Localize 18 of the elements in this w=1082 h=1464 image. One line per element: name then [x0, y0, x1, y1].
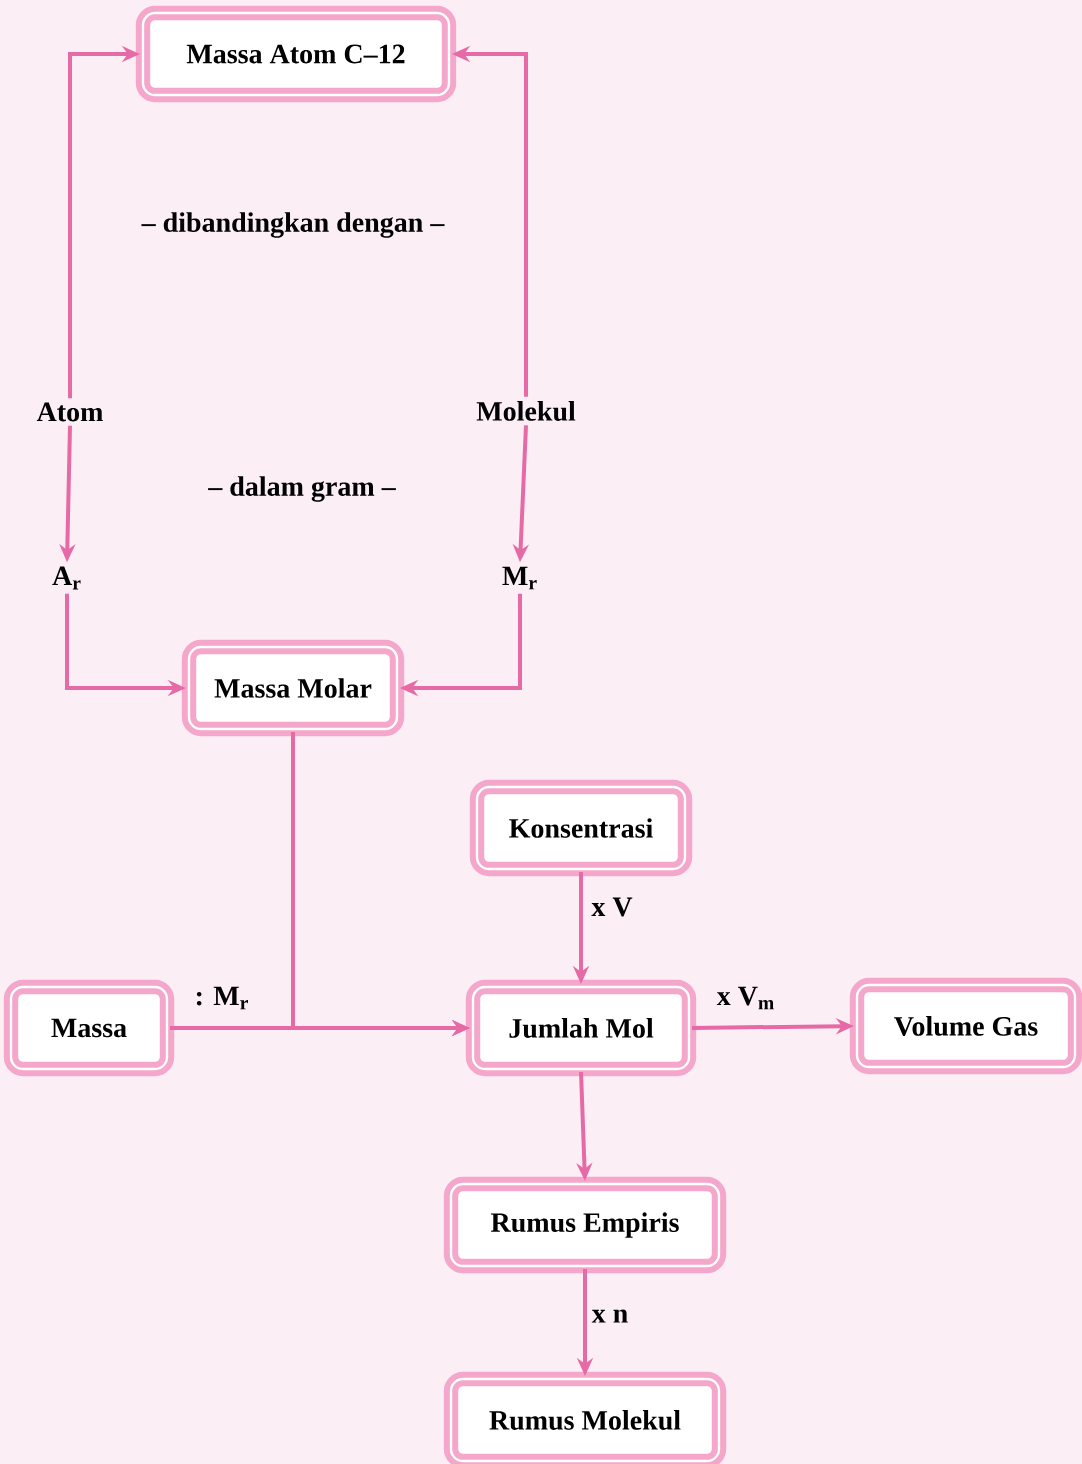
concept-label: Molekul [476, 401, 576, 421]
concept-box: Rumus Molekul [443, 1371, 727, 1464]
edge-label: x V [591, 897, 633, 917]
concept-label: M$_{r}$ [502, 566, 537, 590]
note-text: – dibandingkan dengan – [141, 212, 445, 238]
concept-label: A$_{r}$ [52, 566, 81, 590]
concept-box: Massa Molar [181, 639, 405, 737]
note-text: – dalam gram – [208, 476, 396, 502]
concept-box: Massa Atom C–12 [135, 5, 457, 103]
edge-label: x n [591, 1309, 628, 1323]
edge-label: x V$_{m}$ [716, 986, 774, 1010]
concept-box: Rumus Empiris [443, 1176, 727, 1274]
concept-box: Konsentrasi [469, 779, 693, 877]
concept-box: Massa [3, 979, 175, 1077]
edge-label: : M$_{r}$ [196, 986, 248, 1010]
concept-box: Jumlah Mol [465, 979, 697, 1077]
concept-label: Atom [36, 402, 103, 422]
concept-box: Volume Gas [849, 977, 1082, 1075]
